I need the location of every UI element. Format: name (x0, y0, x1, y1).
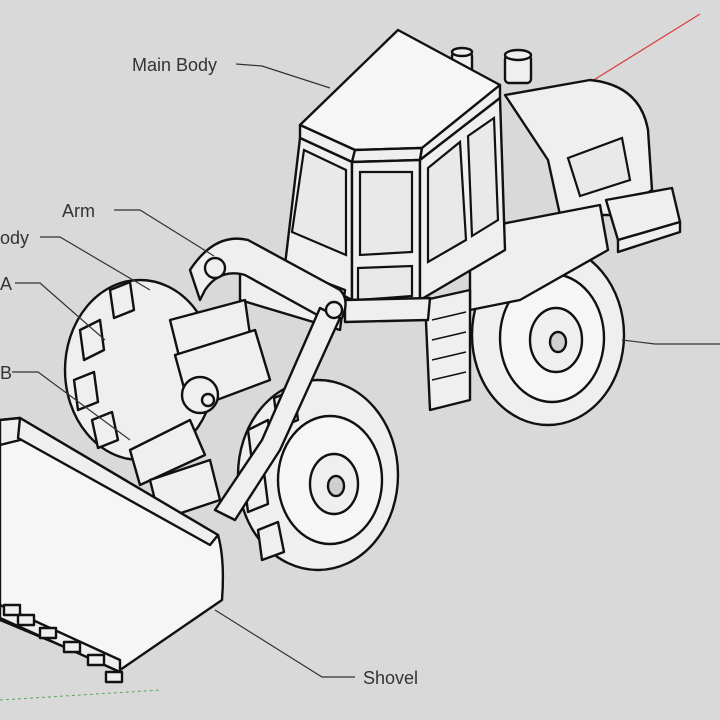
cab-front-window (358, 170, 414, 257)
label-b: B (0, 363, 12, 383)
leader-body (40, 236, 151, 291)
engine-vent (566, 136, 632, 198)
leader-main-body (235, 63, 331, 89)
rear-wheel (470, 243, 626, 427)
label-arm: Arm (62, 201, 95, 221)
cab (283, 28, 507, 324)
label-shovel: Shovel (363, 668, 418, 688)
label-body: ody (0, 228, 29, 248)
leader-a (15, 282, 106, 341)
cab-rear-window-1 (426, 139, 468, 264)
label-main-body: Main Body (132, 55, 217, 75)
leader-shovel (214, 609, 355, 678)
label-a: A (0, 274, 12, 294)
cab-side-window (290, 148, 348, 257)
cab-rear-window-2 (466, 115, 500, 238)
leader-arm (114, 209, 215, 257)
leader-b (12, 371, 131, 441)
green-axis (0, 689, 161, 701)
arm (188, 237, 347, 522)
leader-wheel (621, 339, 720, 345)
shovel (0, 416, 225, 684)
